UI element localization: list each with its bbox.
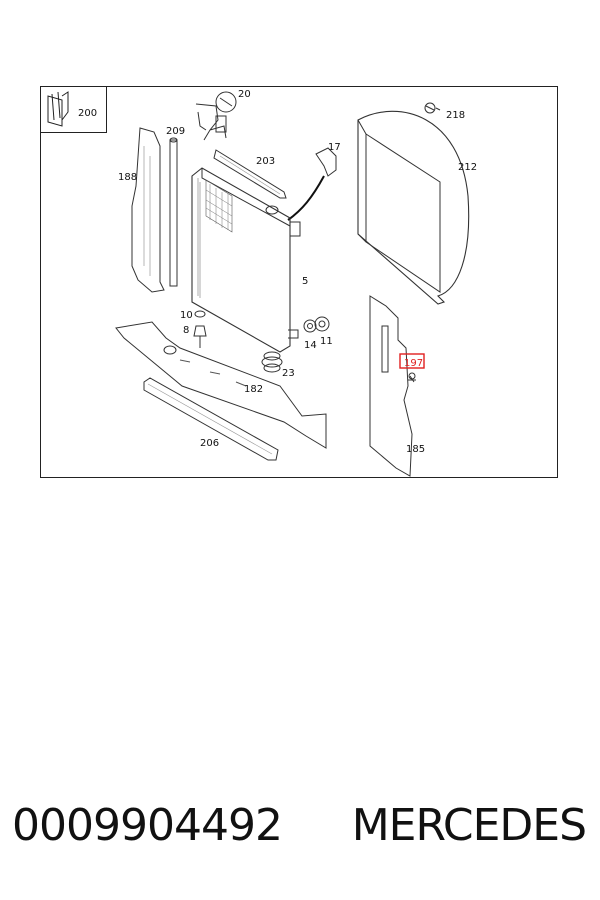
callout-5: 5 (302, 276, 308, 287)
highlight-box (399, 353, 425, 369)
brand-name: MERCEDES (351, 800, 587, 851)
callout-218: 218 (446, 110, 465, 121)
callout-185: 185 (406, 444, 425, 455)
strip-203 (213, 149, 287, 199)
diagram-border (40, 86, 558, 478)
callout-8: 8 (183, 325, 189, 336)
seal-206 (143, 377, 279, 461)
crossmember-182 (115, 321, 327, 449)
fastener-218 (424, 102, 441, 114)
inset-label: 200 (78, 108, 97, 119)
fittings-14-11 (303, 316, 330, 333)
callout-209: 209 (166, 126, 185, 137)
callout-11: 11 (320, 336, 333, 347)
callout-197: 197 (404, 358, 423, 369)
callout-212: 212 (458, 162, 477, 173)
callout-206: 206 (200, 438, 219, 449)
clip-197 (399, 353, 425, 383)
callout-188: 188 (118, 172, 137, 183)
parts-diagram: 200 (40, 86, 558, 478)
shroud-212 (357, 110, 470, 305)
callout-10: 10 (180, 310, 193, 321)
callout-17: 17 (328, 142, 341, 153)
callout-14: 14 (304, 340, 317, 351)
callout-203: 203 (256, 156, 275, 167)
inset-box: 200 (40, 86, 107, 133)
fastener-10-8 (193, 310, 207, 348)
diagram-svg: 200 (40, 86, 558, 478)
rod-209 (169, 137, 178, 287)
bracket-185 (369, 295, 413, 477)
callout-23: 23 (282, 368, 295, 379)
bracket-20 (195, 91, 237, 141)
mount-23 (261, 351, 283, 373)
product-footer: 0009904492 MERCEDES (0, 800, 600, 860)
bracket-188 (131, 127, 165, 293)
hose-17 (287, 147, 337, 221)
callout-20: 20 (238, 89, 251, 100)
radiator-5 (191, 167, 301, 353)
callout-182: 182 (244, 384, 263, 395)
part-number: 0009904492 (12, 800, 283, 851)
